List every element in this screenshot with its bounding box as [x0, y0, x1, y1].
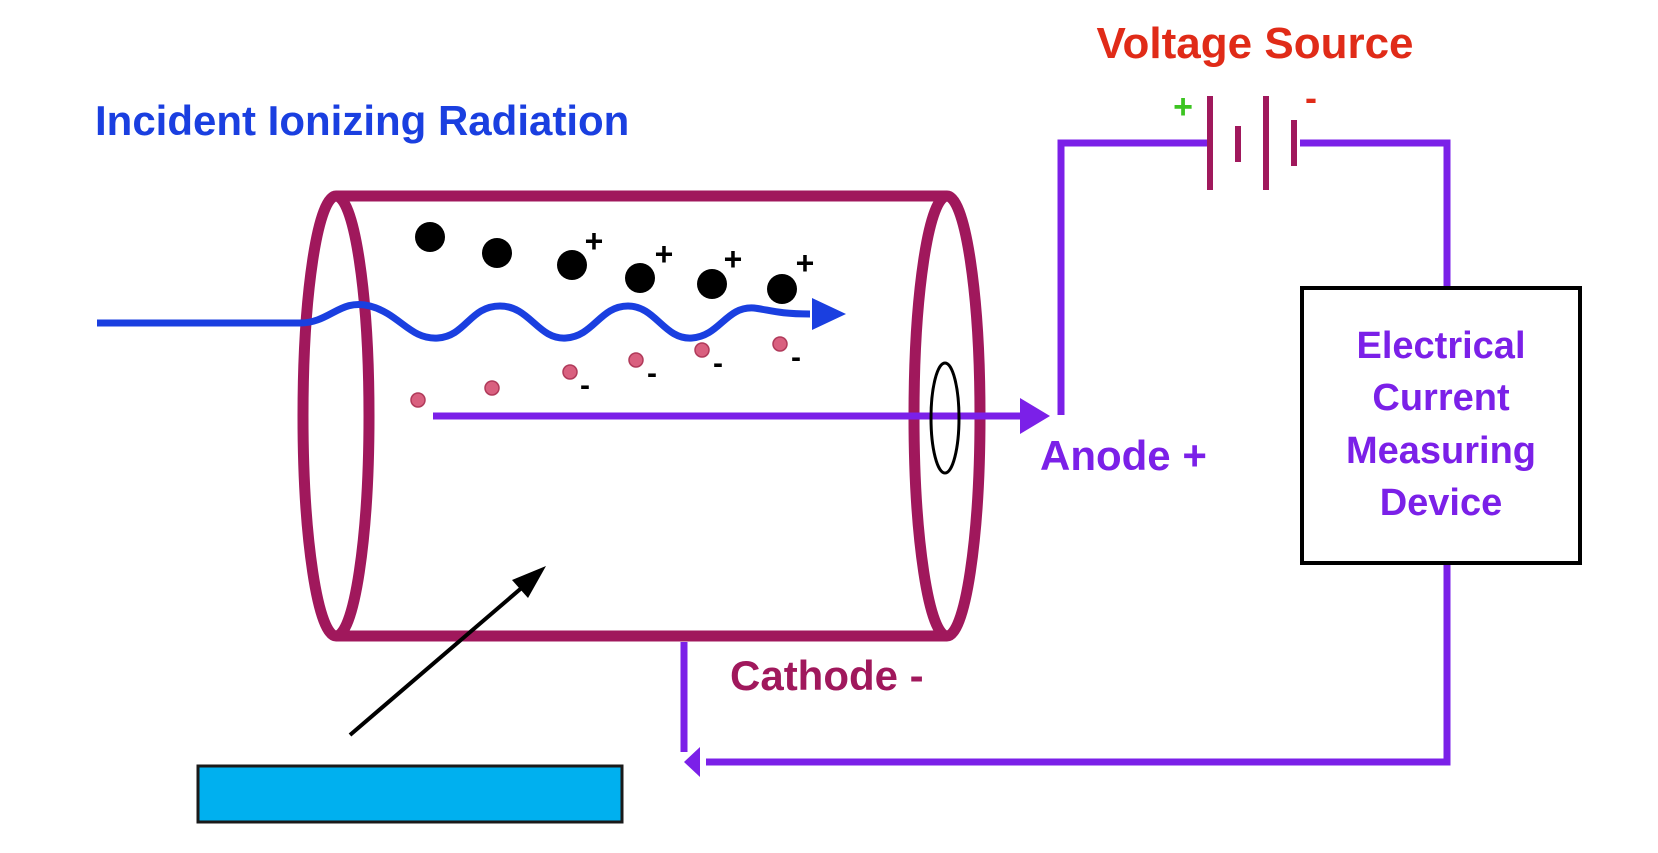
electron-charge-sign: -	[580, 369, 590, 402]
ion-charge-sign: +	[724, 241, 743, 277]
ion	[415, 222, 445, 252]
device-label-line-2: Current	[1372, 377, 1510, 419]
circuit-wires	[680, 139, 1451, 766]
device-label-line-1: Electrical	[1357, 325, 1526, 367]
return-arrowhead	[684, 747, 700, 777]
anode-insulator-ring	[929, 361, 961, 475]
ion	[767, 274, 797, 304]
ion-charge-sign: +	[585, 223, 604, 259]
battery-negative-sign: -	[1305, 77, 1317, 118]
cathode-label: Cathode -	[730, 652, 924, 699]
positive-ions	[415, 222, 797, 304]
electron	[562, 364, 578, 380]
electron	[628, 352, 644, 368]
tube-left-end	[297, 190, 375, 642]
electron	[772, 336, 788, 352]
ion	[482, 238, 512, 268]
electrons	[410, 336, 788, 408]
electron	[484, 380, 500, 396]
device-label-line-4: Device	[1380, 482, 1503, 524]
voltage-source-label: Voltage Source	[1096, 19, 1413, 68]
incident-radiation-arrowhead	[812, 298, 846, 330]
current-measuring-device-box	[1300, 286, 1582, 565]
ion-charge-sign: +	[796, 245, 815, 281]
electron	[410, 392, 426, 408]
ion	[697, 269, 727, 299]
anode-wire	[1057, 139, 1210, 415]
gas-pointer-arrowhead	[512, 566, 546, 598]
electron-charge-sign: -	[791, 341, 801, 374]
battery-symbol	[1207, 96, 1297, 190]
anode-label: Anode +	[1040, 432, 1207, 479]
incident-radiation-wave	[97, 301, 811, 342]
ion	[625, 263, 655, 293]
ion-charge-sign: +	[655, 236, 674, 272]
negative-terminal-wire	[1300, 139, 1451, 288]
device-label-line-3: Measuring	[1346, 430, 1536, 472]
electron	[694, 342, 710, 358]
gas-pointer-arrow	[348, 583, 527, 737]
hidden-label-box[interactable]	[196, 764, 624, 824]
return-wire	[706, 563, 1451, 766]
incident-radiation-label: Incident Ionizing Radiation	[95, 97, 629, 144]
anode-arrowhead	[1020, 398, 1050, 434]
electron-charge-sign: -	[713, 347, 723, 380]
battery-positive-sign: +	[1173, 88, 1193, 126]
electron-charge-sign: -	[647, 357, 657, 390]
ion	[557, 250, 587, 280]
